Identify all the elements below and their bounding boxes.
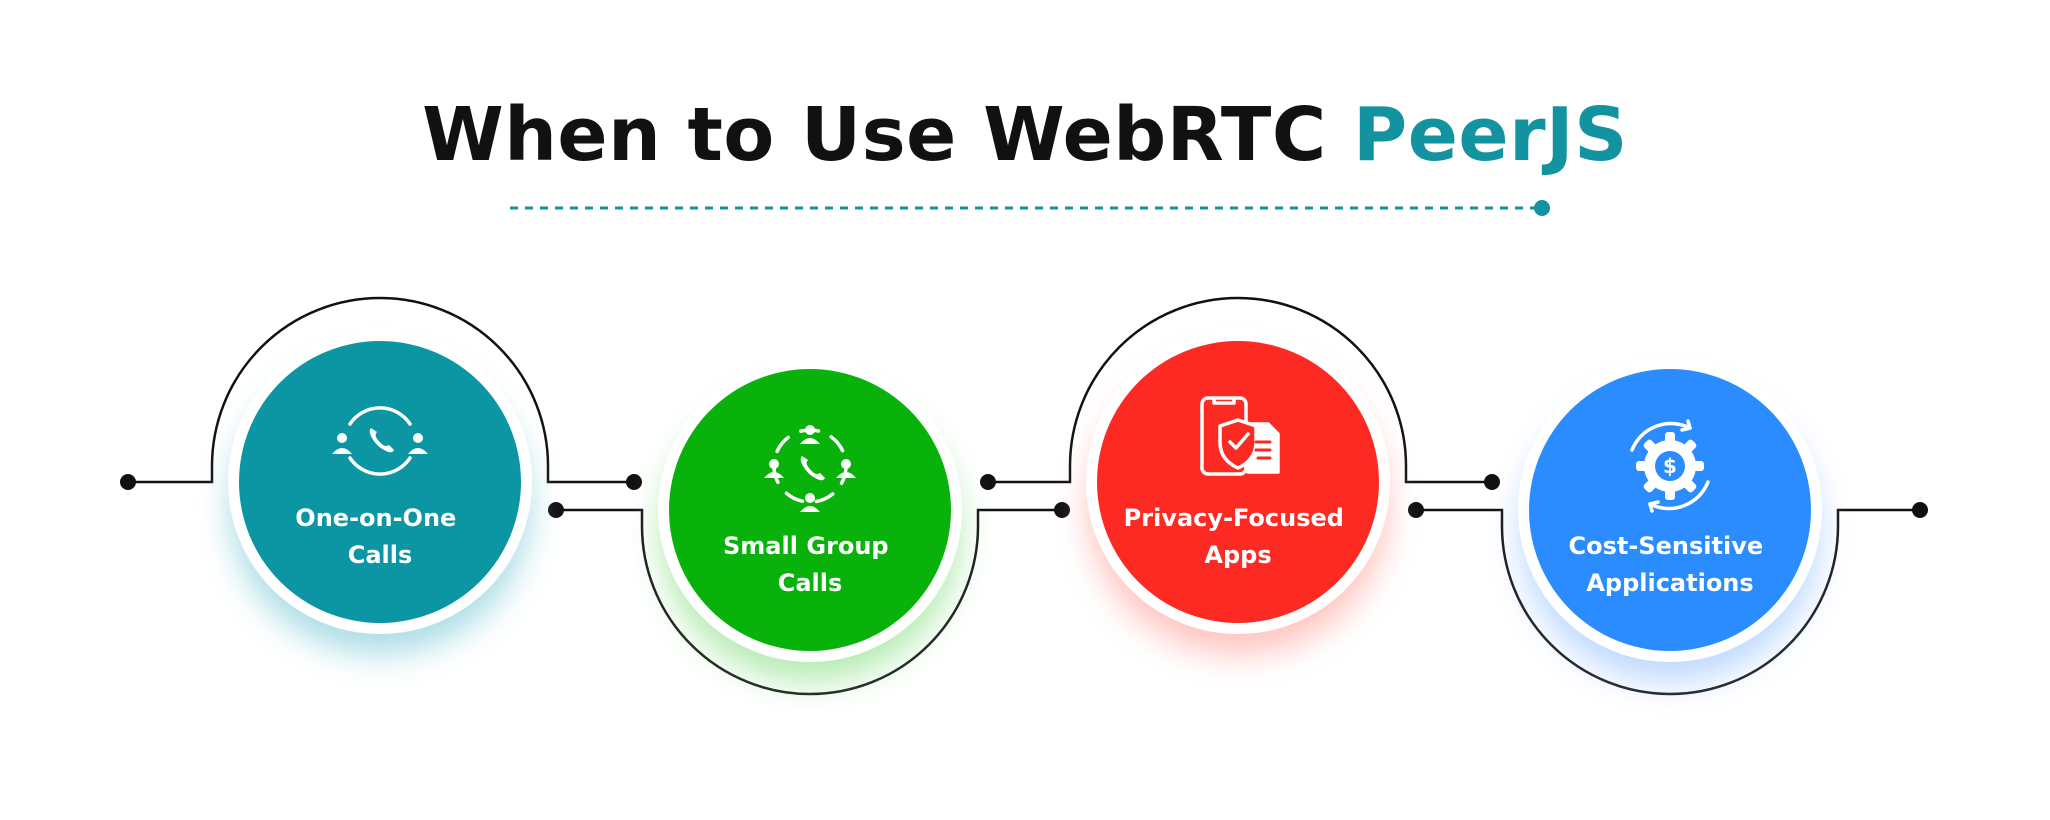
step-small-group-calls: Small Group Calls xyxy=(658,358,962,682)
group-call-icon xyxy=(764,425,856,512)
step-circle xyxy=(1097,341,1379,623)
step-label-line-2: Applications xyxy=(1586,569,1753,597)
step-privacy-focused-apps: Privacy-Focused Apps xyxy=(1086,330,1390,654)
connector-dots xyxy=(120,474,1928,518)
step-label-line-2: Apps xyxy=(1204,541,1271,569)
page-title: When to Use WebRTC PeerJS xyxy=(422,92,1628,178)
connector-line-3 xyxy=(988,296,1492,484)
step-label-line-1: Cost-Sensitive xyxy=(1569,532,1764,560)
phone-exchange-icon xyxy=(332,406,428,476)
page-title-main: When to Use WebRTC xyxy=(422,92,1353,178)
step-label: Cost-Sensitive Applications xyxy=(1569,532,1772,597)
step-label: Privacy-Focused Apps xyxy=(1124,504,1353,569)
connector-dot xyxy=(120,474,136,490)
connector-dot xyxy=(1912,502,1928,518)
step-label-line-1: Small Group xyxy=(723,532,889,560)
gear-dollar-icon: $ xyxy=(1630,419,1710,513)
step-cost-sensitive-applications: $ Cost-Sensitive Applications xyxy=(1518,358,1822,682)
step-label-line-1: Privacy-Focused xyxy=(1124,504,1344,532)
connector-dot xyxy=(1408,502,1424,518)
page-title-accent: PeerJS xyxy=(1353,92,1628,178)
step-one-on-one-calls: One-on-One Calls xyxy=(228,330,532,654)
step-label: Small Group Calls xyxy=(723,532,897,597)
connector-line-4 xyxy=(1416,508,1920,696)
connector-line-1 xyxy=(128,296,634,484)
step-label-line-1: One-on-One xyxy=(295,504,456,532)
step-circle xyxy=(239,341,521,623)
connector-dot xyxy=(1484,474,1500,490)
connector-lines xyxy=(128,296,1920,696)
step-label-line-2: Calls xyxy=(778,569,843,597)
connector-dot xyxy=(626,474,642,490)
title-underline-dot xyxy=(1534,200,1550,216)
connector-dot xyxy=(980,474,996,490)
shield-phone-icon xyxy=(1200,396,1280,476)
svg-text:$: $ xyxy=(1663,454,1677,478)
connector-dot xyxy=(1054,502,1070,518)
step-label-line-2: Calls xyxy=(348,541,413,569)
connector-dot xyxy=(548,502,564,518)
step-label: One-on-One Calls xyxy=(295,504,464,569)
connector-line-2 xyxy=(556,508,1062,696)
